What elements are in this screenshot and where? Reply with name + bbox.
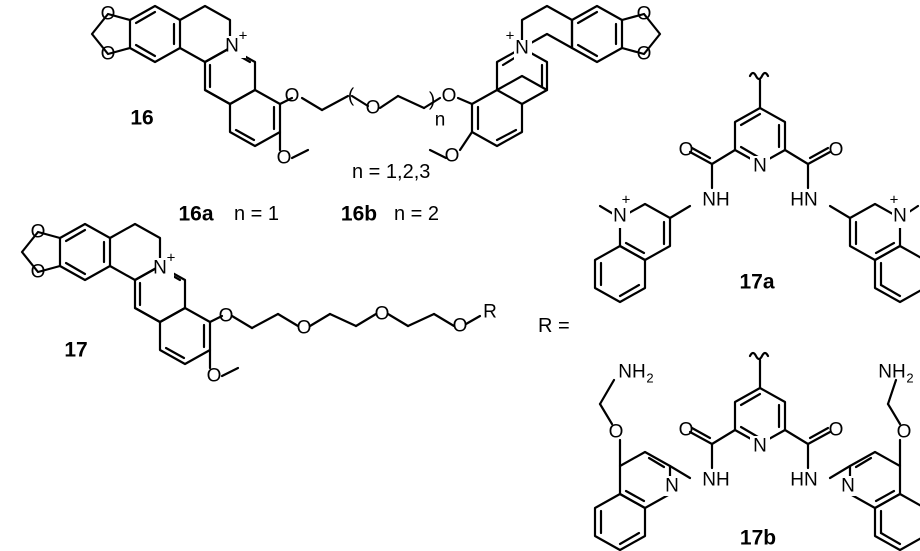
atom-o: O [219,306,234,327]
compound-label-16a: 16a [178,203,213,226]
atom-n: N [753,156,767,177]
repeat-index-n: n [435,110,446,131]
atom-o: O [101,44,116,65]
atom-nh2: NH [878,362,905,383]
charge-plus: + [622,192,631,209]
atom-o: O [679,420,694,441]
atom-hn: HN [790,470,817,491]
compound-16-right-unit [428,4,662,160]
atom-o: O [366,98,381,119]
atom-nh: NH [702,470,729,491]
atom-n: N [665,476,679,497]
atom-o: O [637,4,652,25]
condition-n-range: n = 1,2,3 [352,161,430,183]
atom-n-plus: N [515,38,529,59]
compound-label-17a: 17a [739,271,774,294]
r-equals: R = [538,315,570,337]
atom-o: O [375,304,390,325]
atom-n-plus: N [613,206,627,227]
compound-label-17: 17 [64,339,87,362]
charge-plus: + [506,28,515,45]
atom-nh2: NH [618,362,645,383]
bracket-close: ) [429,90,435,111]
condition-16a: n = 1 [234,203,279,225]
atom-o: O [453,316,468,337]
atom-o: O [31,222,46,243]
atom-r: R [483,302,497,323]
atom-nh2-subscript: 2 [646,371,653,386]
charge-plus: + [239,28,248,45]
atom-n: N [841,476,855,497]
compound-label-16b: 16b [341,203,377,226]
atom-o: O [285,86,300,107]
compound-label-17b: 17b [740,527,776,550]
atom-o: O [445,146,460,167]
atom-o: O [609,422,624,443]
atom-o: O [442,86,457,107]
condition-16b: n = 2 [394,203,439,225]
atom-o: O [297,318,312,339]
atom-o: O [101,4,116,25]
compound-17-berberine [20,222,240,378]
atom-o: O [207,366,222,387]
atom-o: O [637,44,652,65]
compound-label-16: 16 [130,107,153,130]
bracket-open: ( [348,86,355,107]
atom-o: O [679,140,694,161]
charge-plus: + [167,250,176,267]
atom-nh2-subscript: 2 [906,371,913,386]
compound-17-peg-chain [208,312,482,330]
atom-n-plus: N [893,206,907,227]
charge-plus: + [890,192,899,209]
atom-n-plus: N [153,258,167,279]
substituent-17a [593,71,920,304]
compound-16-left-unit [90,4,350,160]
atom-o: O [829,140,844,161]
atom-nh: NH [702,190,729,211]
atom-o: O [829,420,844,441]
compound-16-linker [350,94,442,110]
atom-n: N [753,436,767,457]
atom-n-plus: N [225,36,239,57]
atom-o: O [897,422,912,443]
atom-o: O [277,148,292,169]
atom-o: O [31,262,46,283]
atom-hn: HN [790,190,817,211]
